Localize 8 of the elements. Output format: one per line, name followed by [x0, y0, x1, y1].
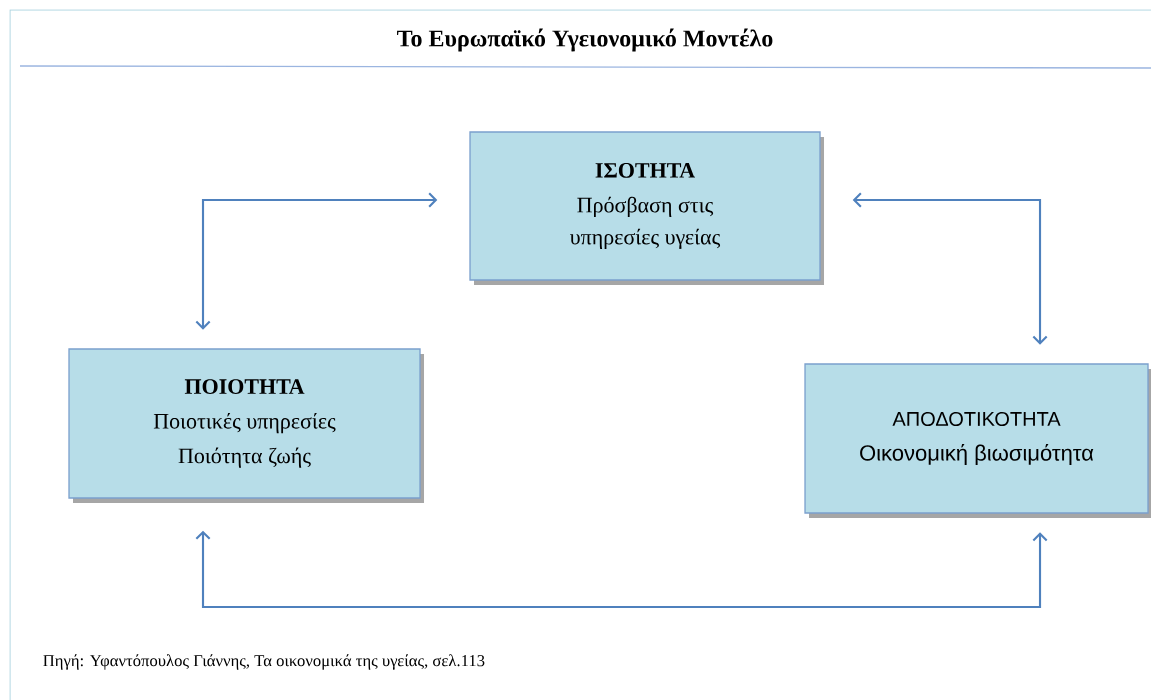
text-box: ΙΣΟΤΗΤΑ Πρόσβαση στις υπηρεσίες υγείας: [469, 131, 824, 285]
text-box: ΠΟΙΟΤΗΤΑ Ποιοτικές υπηρεσίες Ποιότητα ζωής: [68, 348, 424, 503]
text-box: ΑΠΟΔΟΤΙΚΟΤΗΤΑ Οικονομική βιωσιμότητα: [804, 363, 1151, 518]
title: Το Ευρωπαϊκό Υγειονομικό Μοντέλο: [397, 28, 773, 52]
arrow: [852, 192, 1048, 345]
caption: Πηγή: Υφαντόπουλος Γιάννης, Τα οικονομικά της υγείας, σελ.113: [43, 654, 485, 670]
arrow: [195, 192, 438, 330]
arrow: [195, 530, 1048, 609]
